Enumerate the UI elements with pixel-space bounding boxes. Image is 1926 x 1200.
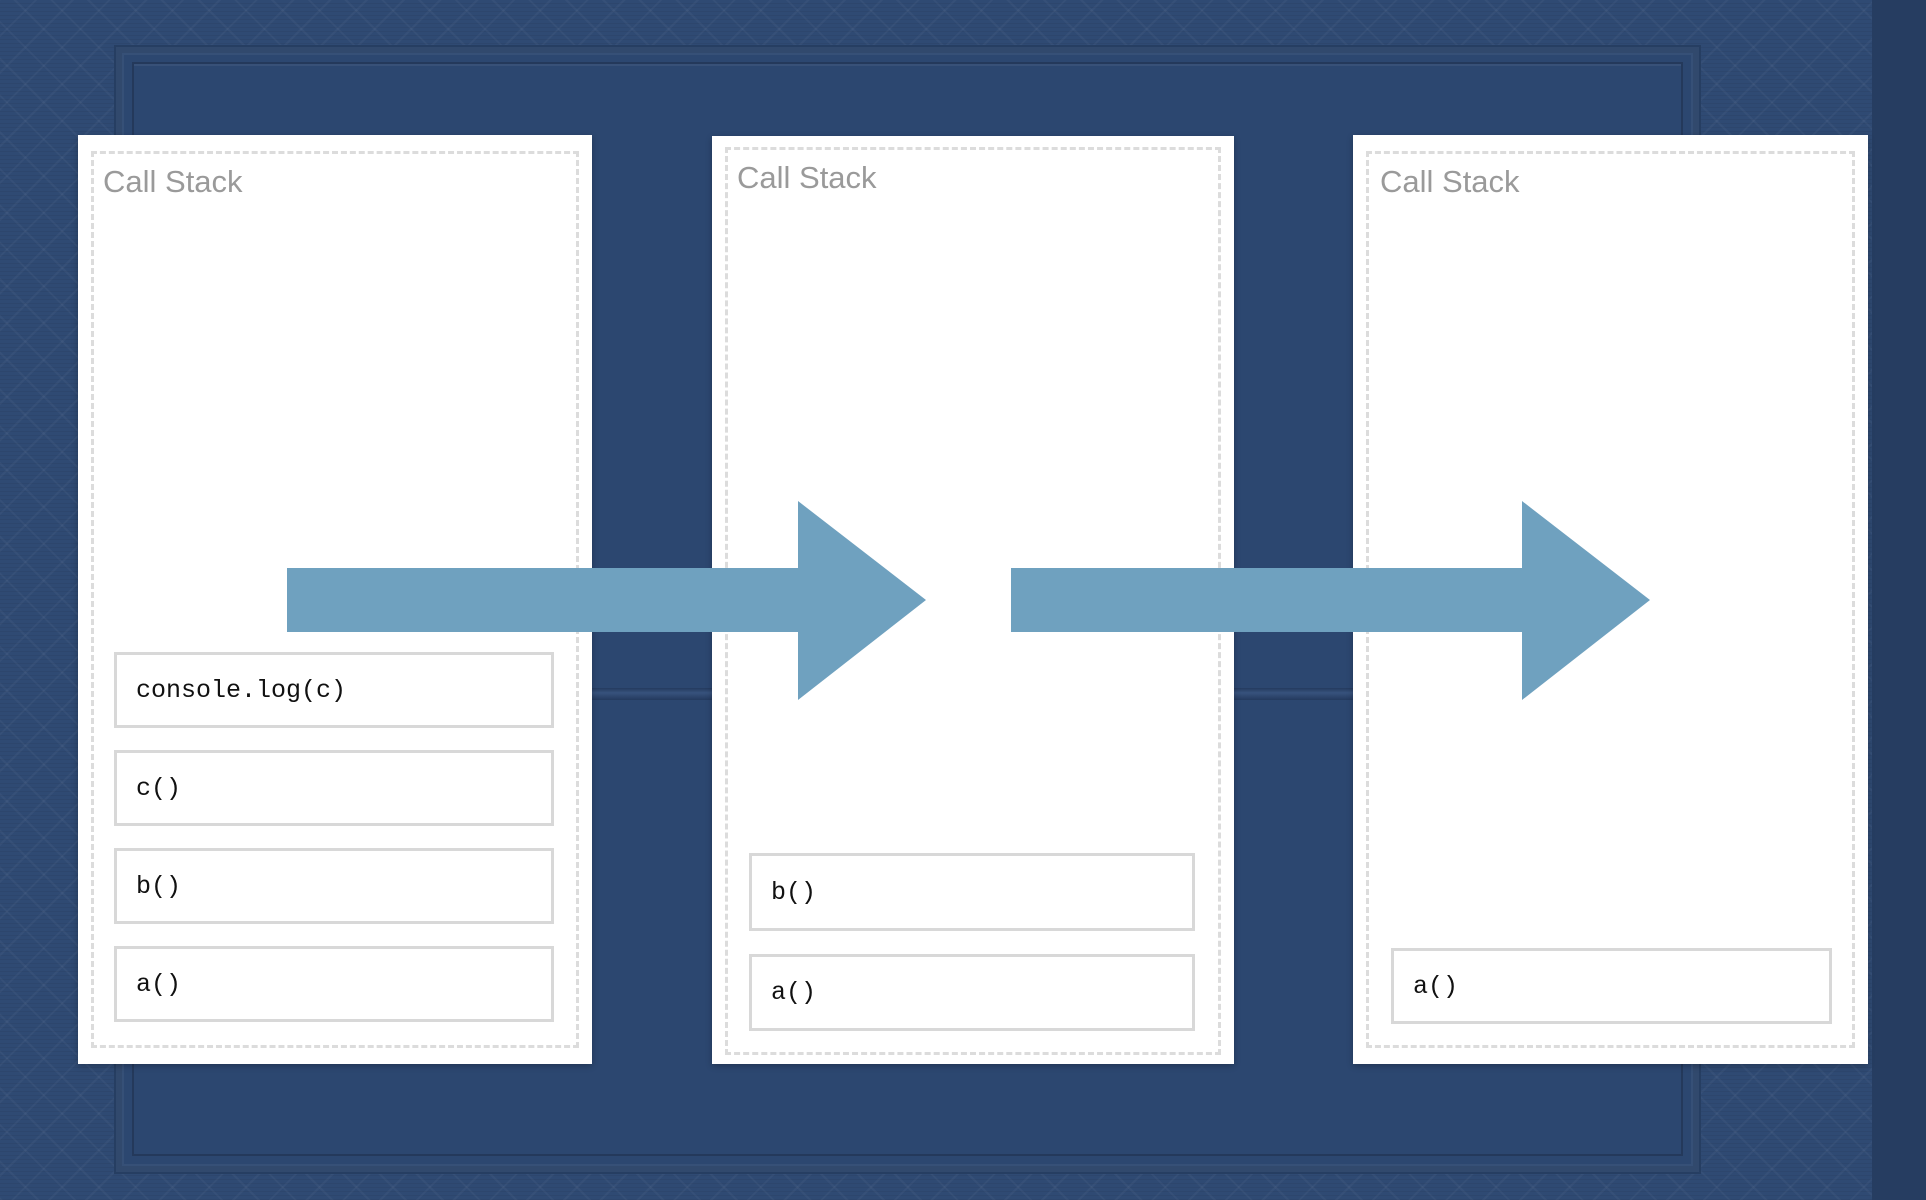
call-stack-panel-1-title: Call Stack (103, 164, 243, 199)
stack-frame-b: b() (749, 853, 1195, 931)
stack-frame-c: c() (114, 750, 554, 826)
stack-frame-a: a() (749, 954, 1195, 1031)
call-stack-panel-3-border (1366, 151, 1855, 1048)
call-stack-panel-3-title: Call Stack (1380, 164, 1520, 199)
stack-frame-console-log: console.log(c) (114, 652, 554, 728)
stack-frame-a: a() (1391, 948, 1832, 1024)
call-stack-panel-1 (78, 135, 592, 1064)
stack-frame-b: b() (114, 848, 554, 924)
call-stack-panel-2-title: Call Stack (737, 160, 877, 195)
call-stack-panel-3 (1353, 135, 1868, 1064)
stack-frame-a: a() (114, 946, 554, 1022)
background-right-strip (1872, 0, 1926, 1200)
